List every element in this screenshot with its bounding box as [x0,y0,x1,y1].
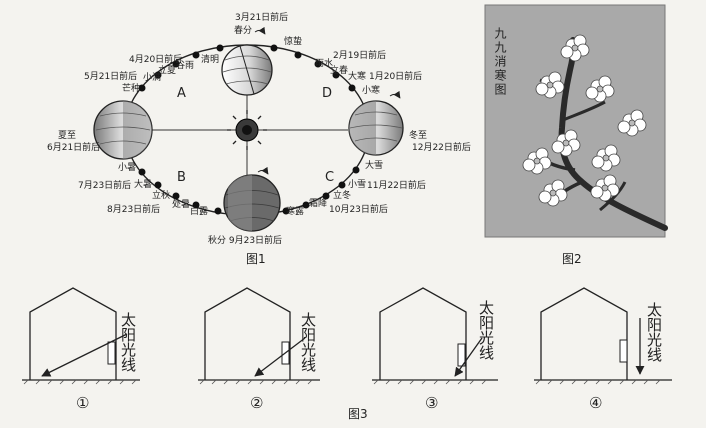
figure-3-caption: 图3 [348,407,368,421]
winter-solstice-term: 冬至 [409,129,427,141]
sun-ray-label: 太阳光线 [645,302,663,362]
figure-2-caption: 图2 [562,252,582,266]
date-oct-23: 10月23日前后 [329,203,388,215]
term-xiaoman: 小满 [143,72,161,83]
term-chushu: 处暑 [172,198,190,210]
section-b: B [177,170,186,185]
sun-ray-label: 太阳光线 [477,300,495,360]
date-feb-19: 2月19日前后 [333,49,386,61]
panel-number-2: ② [250,394,263,412]
sun-ray-label: 太阳光线 [299,312,317,372]
spring-equinox-term: 春分 [234,24,252,36]
section-d: D [322,86,332,101]
figure-3-sunlight-houses: 太阳光线 ① 太阳光线 ② 太阳光线 ③ [22,288,672,421]
figure-2-plum-blossom-chart: 九九消寒图 图2 [485,5,665,266]
term-hanlu: 寒露 [286,205,304,217]
term-lichun: 立春 [330,64,348,76]
house-outline [205,288,290,380]
term-shuangjiang: 霜降 [309,197,327,209]
term-xiaoxue: 小雪 [348,179,366,190]
term-liqiu: 立秋 [152,189,170,201]
term-qingming: 清明 [201,53,219,65]
term-dahan: 大寒 [348,70,366,82]
earth-summer-solstice-icon [94,101,152,159]
term-lidong: 立冬 [333,189,351,201]
term-xiaohan: 小寒 [362,84,380,96]
figure-1-caption: 图1 [246,252,266,266]
term-dot [295,52,302,59]
term-dot [339,182,346,189]
term-dot [349,85,356,92]
summer-solstice-term: 夏至 [58,130,76,141]
term-dot [353,167,360,174]
term-dot [271,45,278,52]
sun-ray-label: 太阳光线 [119,312,137,372]
spring-equinox-date: 3月21日前后 [235,11,288,23]
term-dot [155,182,162,189]
house-outline [541,288,627,380]
date-apr-20: 4月20日前后 [129,53,182,65]
house-panel-1: 太阳光线 ① [22,288,140,412]
summer-solstice-date: 6月21日前后 [47,141,100,153]
term-bailu: 白露 [190,205,208,217]
term-daxue: 大雪 [365,159,383,171]
section-a: A [177,86,186,101]
window-icon [620,340,627,362]
term-dot [139,169,146,176]
date-jan-20: 1月20日前后 [369,70,422,82]
earth-autumn-equinox-icon [224,175,280,231]
term-dot [173,193,180,200]
term-dot [217,45,224,52]
rotation-arrow-icon [258,170,268,174]
date-jul-23: 7月23日前后 [78,179,131,191]
window-icon [108,342,115,364]
term-jingzhe: 惊蛰 [284,35,302,47]
earth-winter-solstice-icon [349,101,403,155]
autumn-equinox-label: 秋分 9月23日前后 [208,234,282,246]
date-may-21: 5月21日前后 [84,70,137,82]
winter-solstice-date: 12月22日前后 [412,141,471,153]
section-c: C [325,170,334,185]
house-panel-4: 太阳光线 ④ [534,288,672,412]
house-outline [380,288,466,380]
term-dot [215,208,222,215]
date-nov-22: 11月22日前后 [367,179,426,191]
house-outline [30,288,116,380]
date-aug-23: 8月23日前后 [107,203,160,215]
panel-number-3: ③ [425,394,438,412]
house-panel-3: 太阳光线 ③ [372,288,498,412]
rotation-arrow-icon [255,30,265,34]
figure-1-orbit-diagram: 3月21日前后 春分 秋分 9月23日前后 夏至 6月21日前后 冬至 12月2… [47,11,471,266]
sunlight-ray [255,338,305,376]
panel-number-1: ① [76,394,89,412]
term-dot [193,52,200,59]
panel-number-4: ④ [589,394,602,412]
fig2-title: 九九消寒图 [493,27,507,97]
term-xiaoshu: 小暑 [118,162,136,173]
house-panel-2: 太阳光线 ② [198,288,320,412]
term-mangzhong: 芒种 [122,82,140,94]
rotation-arrow-icon [390,94,400,98]
term-dashu: 大暑 [134,178,152,190]
earth-spring-equinox-icon [222,45,272,95]
